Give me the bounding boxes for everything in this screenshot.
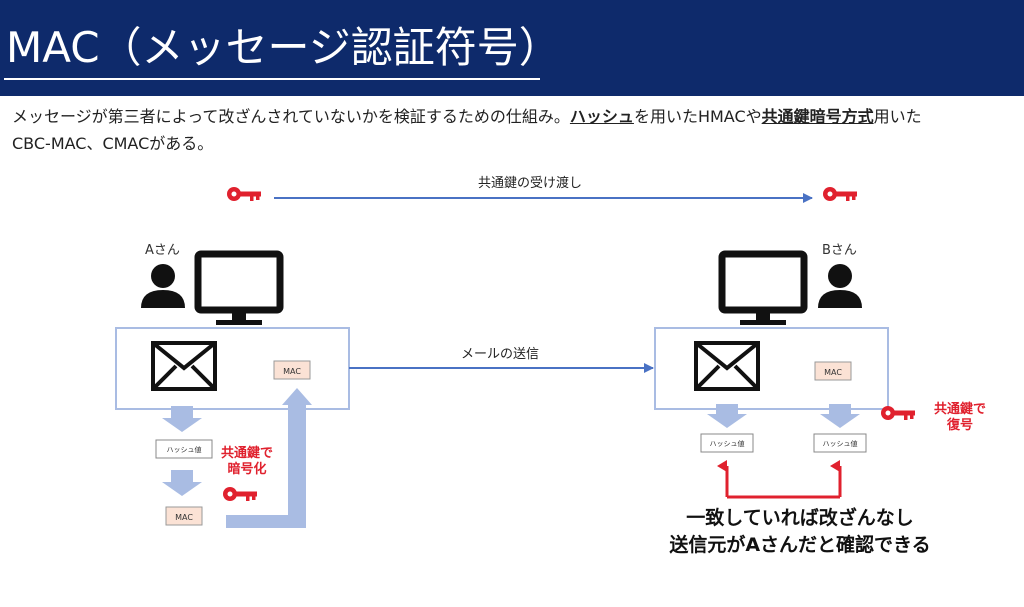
title-underline (4, 78, 540, 80)
encrypt-label-line1: 共通鍵で (220, 446, 273, 461)
decrypt-label-line1: 共通鍵で (933, 402, 986, 417)
hash-box-b1 (700, 433, 754, 453)
key-icon-a (227, 187, 261, 201)
hash-box-a (155, 439, 213, 459)
person-b-icon (818, 264, 862, 308)
hash-box-b2-label: ハッシュ値 (823, 439, 858, 448)
mac-badge-b (814, 361, 852, 381)
conclusion-text: 一致していれば改ざんなし 送信元がAさんだと確認できる (640, 505, 960, 559)
mac-box-a-result (165, 506, 203, 526)
mail-send-label: メールの送信 (461, 347, 539, 362)
encrypt-key-icon (223, 487, 257, 501)
desc-part2: を用いたHMACや (633, 107, 762, 126)
key-icon-b (823, 187, 857, 201)
person-b-label: Bさん (822, 243, 857, 258)
desc-part3: 用いた (873, 107, 922, 126)
hash-box-b2 (813, 433, 867, 453)
desc-cipher-term: 共通鍵暗号方式 (761, 107, 874, 126)
down-arrow-b1 (707, 404, 747, 428)
compare-bracket (717, 460, 842, 499)
desc-part1: メッセージが第三者によって改ざんされていないかを検証するための仕組み。 (12, 107, 570, 126)
down-arrow-a1 (162, 406, 202, 432)
monitor-a-icon (194, 250, 284, 325)
decrypt-label: 共通鍵で 復号 (922, 402, 998, 434)
envelope-b-icon (694, 341, 760, 391)
mac-badge-a-label: MAC (283, 367, 301, 376)
monitor-b-icon (718, 250, 808, 325)
desc-hash-term: ハッシュ (569, 107, 634, 126)
decrypt-label-line2: 復号 (946, 418, 973, 433)
mac-badge-b-label: MAC (824, 368, 842, 377)
receiver-box (654, 327, 889, 410)
mac-badge-a (273, 360, 311, 380)
person-a-icon (141, 264, 185, 308)
desc-line2: CBC-MAC、CMACがある。 (12, 134, 214, 153)
title-bar: MAC（メッセージ認証符号） (0, 0, 1024, 96)
page-title: MAC（メッセージ認証符号） (6, 23, 561, 72)
decrypt-key-icon (881, 406, 915, 420)
hash-box-a-label: ハッシュ値 (167, 445, 202, 454)
encrypt-label-line2: 暗号化 (227, 462, 267, 477)
person-a-label: Aさん (145, 243, 180, 258)
conclusion-line1: 一致していれば改ざんなし (686, 507, 914, 529)
sender-box (115, 327, 350, 410)
description-text: メッセージが第三者によって改ざんされていないかを検証するための仕組み。ハッシュを… (12, 103, 1016, 157)
down-arrow-b2 (820, 404, 860, 428)
key-transfer-label: 共通鍵の受け渡し (478, 175, 582, 191)
down-arrow-a2 (162, 470, 202, 496)
mac-box-a-result-label: MAC (175, 513, 193, 522)
encrypt-label: 共通鍵で 暗号化 (212, 446, 282, 478)
conclusion-line2: 送信元がAさんだと確認できる (669, 534, 931, 556)
envelope-a-icon (151, 341, 217, 391)
hash-box-b1-label: ハッシュ値 (710, 439, 745, 448)
mac-attach-arrow (226, 388, 312, 528)
